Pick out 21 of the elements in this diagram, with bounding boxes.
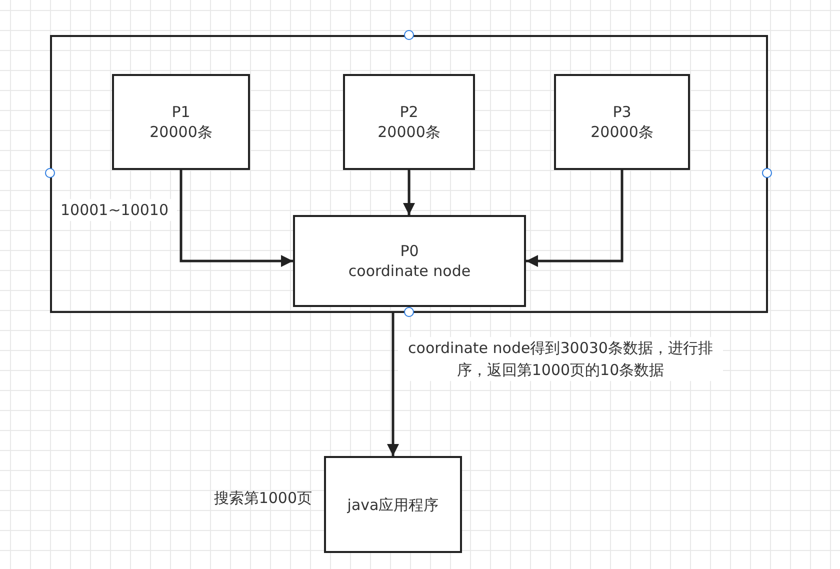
arrow: [180, 170, 293, 267]
edge-label: 10001~10010: [52, 199, 177, 221]
process-box: [293, 215, 526, 307]
container-box: [50, 35, 768, 313]
node-text: coordinate node: [348, 261, 471, 281]
process-box: [343, 74, 475, 170]
node-text: P1: [172, 102, 190, 122]
node-text: 20000条: [150, 122, 212, 142]
process-box: [112, 74, 250, 170]
node-text: 20000条: [590, 122, 654, 142]
process-box: [554, 74, 690, 170]
arrow: [526, 170, 624, 267]
arrow: [403, 170, 415, 215]
node-text: java应用程序: [347, 494, 439, 514]
node-text: 20000条: [378, 122, 440, 142]
node-text: P2: [400, 102, 418, 122]
node-text: P0: [400, 241, 419, 261]
arrow: [387, 313, 399, 456]
edge-label: coordinate node得到30030条数据，进行排序，返回第1000页的10条数据: [398, 337, 723, 381]
side-note: 搜索第1000页: [214, 488, 312, 508]
node-text: P3: [612, 102, 632, 122]
